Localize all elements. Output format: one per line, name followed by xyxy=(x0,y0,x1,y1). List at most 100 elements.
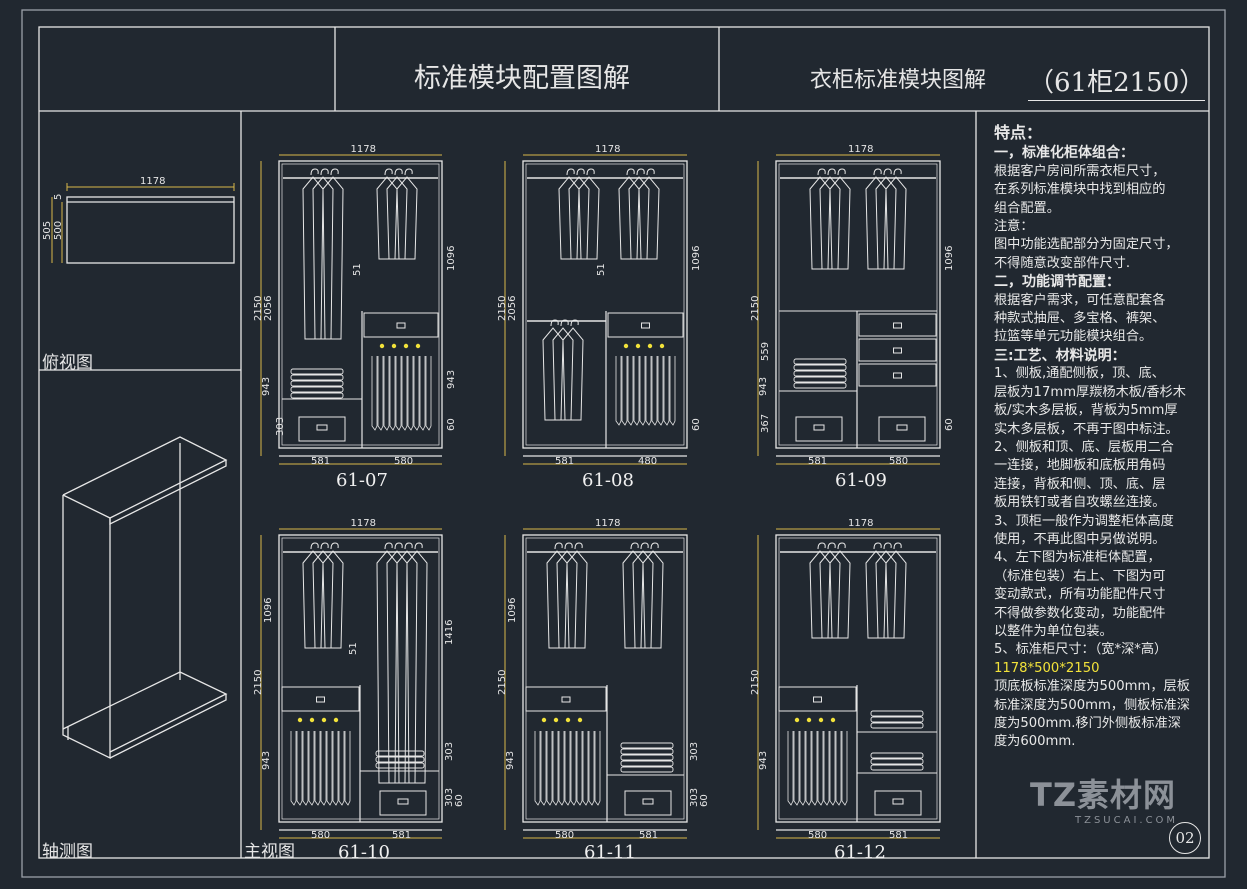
trouser-icon xyxy=(308,731,315,806)
trouser-icon xyxy=(419,356,426,431)
note-line: 5、标准柜尺寸：（宽*深*高） xyxy=(994,642,1168,658)
dim-hang: 1096 xyxy=(691,246,702,271)
trouser-icon xyxy=(320,731,327,806)
garment-icon xyxy=(829,176,851,270)
hanger-icon xyxy=(554,542,563,550)
folded-clothes-icon xyxy=(375,750,425,757)
note-line: 在系列标准模块中找到相应的 xyxy=(994,182,1166,198)
note-line: 4、左下图为标准柜体配置， xyxy=(994,550,1161,566)
cabinet-inner-frame xyxy=(525,163,685,446)
trouser-icon xyxy=(425,356,432,431)
garment-icon xyxy=(885,550,907,639)
light-dot xyxy=(391,343,397,349)
garment-icon xyxy=(406,550,428,784)
dim-left-width: 581 xyxy=(808,456,827,467)
note-line: 不得随意改变部件尺寸. xyxy=(994,255,1131,271)
folded-clothes-icon xyxy=(290,380,344,387)
note-line: 根据客户需求，可任意配套各 xyxy=(994,292,1166,308)
light-dot xyxy=(379,343,385,349)
module-code-61-09: 61-09 xyxy=(835,470,887,491)
drawer-handle-icon xyxy=(396,322,406,329)
note-line: 度为600mm. xyxy=(994,734,1076,750)
trouser-icon xyxy=(401,356,408,431)
folded-clothes-icon xyxy=(870,764,924,771)
light-dot xyxy=(333,717,339,723)
drawer-handle-icon xyxy=(893,372,902,379)
garment-icon xyxy=(642,550,664,649)
dim-width: 1178 xyxy=(595,144,620,155)
page-number: 02 xyxy=(1169,822,1201,854)
light-dot xyxy=(541,717,547,723)
trouser-icon xyxy=(805,731,812,806)
dim-height: 2150 xyxy=(497,296,508,321)
light-dot xyxy=(565,717,571,723)
dim-left-width: 580 xyxy=(555,830,574,841)
note-line: 标准深度为500mm，侧板标准深 xyxy=(994,697,1190,713)
garment-icon xyxy=(819,176,841,270)
trouser-icon xyxy=(534,731,541,806)
watermark-brand: TZ素材网 xyxy=(1030,776,1177,814)
trouser-icon xyxy=(669,356,676,426)
garment-icon xyxy=(558,176,580,260)
trouser-icon xyxy=(552,731,559,806)
note-line: 层板为17mm厚羰杨木板/香杉木 xyxy=(994,384,1186,400)
light-dot xyxy=(623,343,629,349)
trouser-icon xyxy=(377,356,384,431)
hanger-icon xyxy=(384,168,393,176)
folded-clothes-icon xyxy=(793,376,847,383)
hanger-icon xyxy=(564,542,573,550)
garment-icon xyxy=(568,176,590,260)
drawer-handle-icon xyxy=(316,696,325,703)
dim-plinth: 60 xyxy=(446,418,457,431)
cabinet-frame xyxy=(775,534,941,823)
hanger-icon xyxy=(384,542,393,550)
note-line: 以整件为单位包装。 xyxy=(994,623,1113,639)
hanger-icon xyxy=(817,168,826,176)
dim-left-width: 581 xyxy=(311,456,330,467)
dim-lower: 943 xyxy=(758,751,769,770)
hanger-icon xyxy=(873,168,882,176)
folded-clothes-icon xyxy=(793,364,847,371)
garment-icon xyxy=(578,176,600,260)
trouser-icon xyxy=(793,731,800,806)
dim-right-width: 480 xyxy=(638,456,657,467)
hanger-icon xyxy=(636,168,645,176)
dim-base: 303 xyxy=(444,788,455,807)
garment-icon xyxy=(396,550,418,784)
folded-clothes-icon xyxy=(375,756,425,763)
note-line: 变动款式，所有功能配件尺寸 xyxy=(994,587,1166,603)
hanger-icon xyxy=(574,542,583,550)
cabinet-inner-frame xyxy=(525,537,685,820)
trouser-icon xyxy=(823,731,830,806)
cabinet-frame xyxy=(278,160,443,449)
label-front-view: 主视图 xyxy=(244,842,295,862)
hanger-icon xyxy=(646,168,655,176)
hanger-icon xyxy=(626,168,635,176)
hanger-icon xyxy=(893,168,902,176)
garment-icon xyxy=(875,550,897,639)
note-line: 实木多层板，不再于图中标注。 xyxy=(994,421,1179,437)
trouser-icon xyxy=(645,356,652,426)
note-line: 图中功能选配部分为固定尺寸， xyxy=(994,237,1179,253)
garment-icon xyxy=(638,176,660,260)
storage-box xyxy=(379,790,427,816)
drawer-handle-icon xyxy=(561,696,571,703)
cabinet-frame xyxy=(522,534,688,823)
garment-icon xyxy=(376,176,398,260)
trouser-icon xyxy=(582,731,589,806)
storage-box xyxy=(298,416,346,442)
dim-hang: 1096 xyxy=(507,598,518,623)
trouser-icon xyxy=(651,356,658,426)
watermark-url: TZSUCAI.COM xyxy=(1075,815,1179,826)
label-axonometric-view: 轴测图 xyxy=(42,842,93,862)
garment-icon xyxy=(322,550,344,649)
dim-height: 2150 xyxy=(750,296,761,321)
trouser-icon xyxy=(627,356,634,426)
dim-gap: 51 xyxy=(352,263,363,276)
garment-icon xyxy=(312,550,334,649)
folded-clothes-icon xyxy=(620,766,674,773)
hanger-icon xyxy=(330,542,339,550)
